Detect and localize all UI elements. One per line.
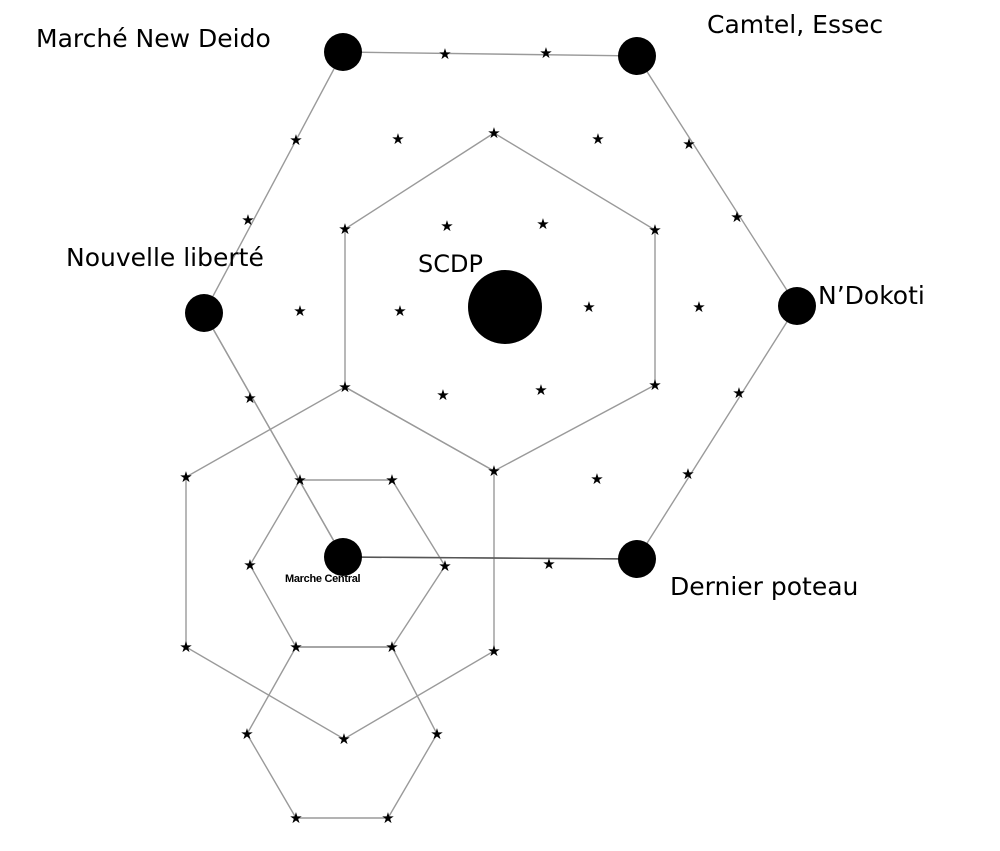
star-icon: ★: [289, 809, 302, 827]
node-nouvelle-liberte: [185, 294, 223, 332]
label-nouvelle-liberte: Nouvelle liberté: [66, 243, 264, 272]
star-icon: ★: [338, 220, 351, 238]
star-icon: ★: [438, 45, 451, 63]
label-marche-new-deido: Marché New Deido: [36, 24, 271, 53]
star-icon: ★: [289, 131, 302, 149]
star-icon: ★: [338, 378, 351, 396]
star-icon: ★: [582, 298, 595, 316]
star-icon: ★: [692, 298, 705, 316]
star-icon: ★: [487, 124, 500, 142]
star-icon: ★: [293, 302, 306, 320]
node-dernier-poteau: [618, 540, 656, 578]
node-camtel-essec: [618, 37, 656, 75]
star-icon: ★: [591, 130, 604, 148]
label-dernier-poteau: Dernier poteau: [670, 572, 859, 601]
star-icon: ★: [682, 135, 695, 153]
star-icon: ★: [243, 556, 256, 574]
star-icon: ★: [440, 217, 453, 235]
star-icon: ★: [293, 471, 306, 489]
star-icon: ★: [179, 638, 192, 656]
left-hexagon: [185, 386, 495, 740]
lower-hexagon: [246, 646, 438, 819]
star-icon: ★: [681, 465, 694, 483]
star-icon: ★: [487, 642, 500, 660]
node-marche-central: [324, 538, 362, 576]
star-icon: ★: [536, 215, 549, 233]
star-icon: ★: [436, 386, 449, 404]
star-icon: ★: [648, 221, 661, 239]
star-icon: ★: [430, 725, 443, 743]
node-ndokoti: [778, 287, 816, 325]
star-icon: ★: [241, 211, 254, 229]
star-icon: ★: [487, 462, 500, 480]
star-icon: ★: [648, 376, 661, 394]
star-icon: ★: [590, 470, 603, 488]
star-icon: ★: [240, 725, 253, 743]
star-icon: ★: [438, 557, 451, 575]
star-icon: ★: [534, 381, 547, 399]
star-icon: ★: [179, 468, 192, 486]
star-icon: ★: [289, 638, 302, 656]
node-marche-new-deido: [324, 33, 362, 71]
star-icon: ★: [732, 384, 745, 402]
label-ndokoti: N’Dokoti: [818, 281, 925, 310]
edge-nouvelle-to-central: [203, 312, 344, 558]
star-icon: ★: [542, 555, 555, 573]
star-icon: ★: [393, 302, 406, 320]
star-icon: ★: [243, 389, 256, 407]
label-camtel-essec: Camtel, Essec: [707, 10, 884, 39]
star-icon: ★: [730, 208, 743, 226]
star-icon: ★: [385, 471, 398, 489]
star-icon: ★: [391, 130, 404, 148]
star-icon: ★: [539, 44, 552, 62]
node-scdp: [468, 270, 542, 344]
edge-central-to-dernier-poteau: [342, 556, 638, 560]
label-marche-central: Marche Central: [285, 573, 361, 585]
star-icon: ★: [337, 730, 350, 748]
star-icon: ★: [381, 809, 394, 827]
label-scdp: SCDP: [418, 250, 483, 278]
star-icon: ★: [385, 638, 398, 656]
